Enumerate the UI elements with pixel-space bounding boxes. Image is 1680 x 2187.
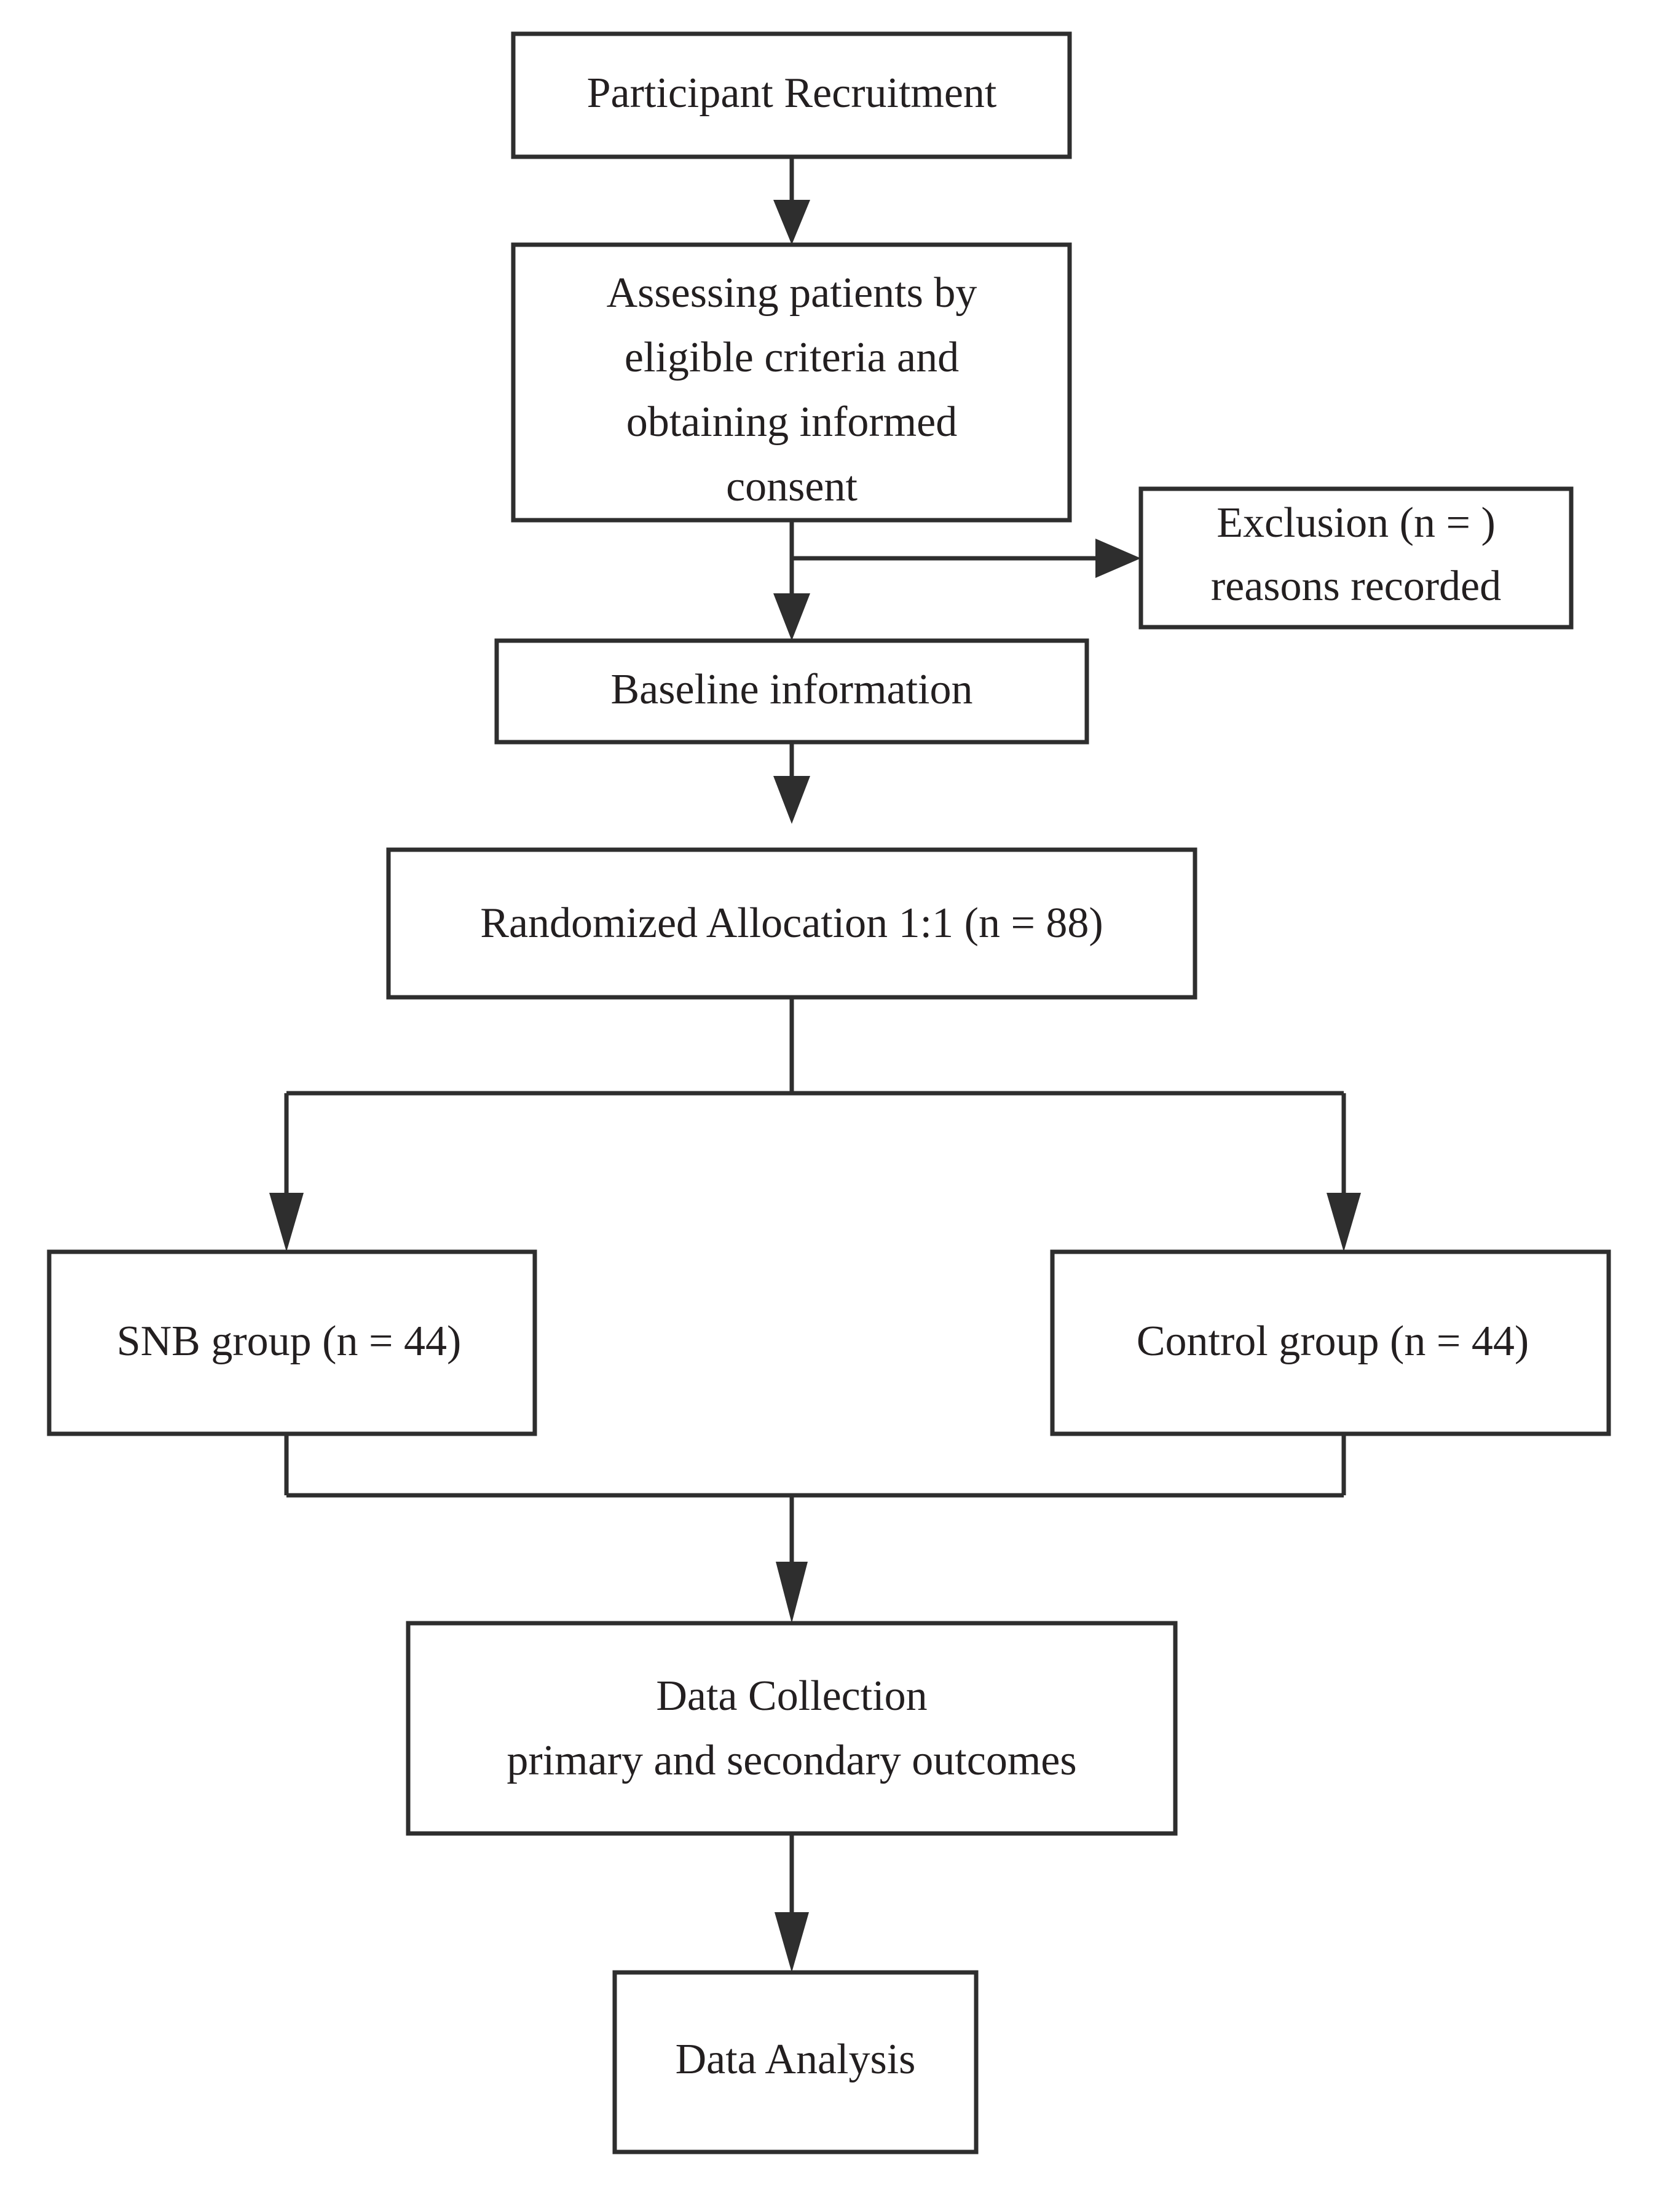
- node-data-collection[interactable]: Data Collection primary and secondary ou…: [406, 1621, 1178, 1836]
- node-label-baseline-information: Baseline information: [610, 666, 972, 713]
- node-baseline-information[interactable]: Baseline information: [494, 638, 1089, 745]
- edge-randomized-split: [269, 997, 1361, 1252]
- edge-assessing-to-baseline: [773, 520, 810, 641]
- node-label-exclusion-line1: Exclusion (n = ): [1217, 499, 1496, 547]
- node-label-assessing-line3: obtaining informed: [626, 398, 958, 446]
- node-label-assessing-line1: Assessing patients by: [607, 269, 977, 317]
- node-exclusion[interactable]: Exclusion (n = ) reasons recorded: [1138, 486, 1574, 630]
- node-label-assessing-line4: consent: [726, 463, 858, 510]
- edge-collection-to-analysis: [775, 1833, 809, 1972]
- node-label-data-collection-line2: primary and secondary outcomes: [507, 1737, 1076, 1784]
- node-label-data-analysis: Data Analysis: [676, 2036, 916, 2083]
- node-label-snb-group: SNB group (n = 44): [117, 1318, 462, 1365]
- node-randomized-allocation[interactable]: Randomized Allocation 1:1 (n = 88): [386, 847, 1197, 1000]
- node-snb-group[interactable]: SNB group (n = 44): [47, 1249, 537, 1436]
- node-data-analysis[interactable]: Data Analysis: [612, 1970, 979, 2154]
- node-label-assessing-line2: eligible criteria and: [625, 334, 959, 381]
- edge-baseline-to-randomized: [773, 742, 810, 824]
- node-label-data-collection-line1: Data Collection: [656, 1672, 927, 1720]
- edge-recruitment-to-assessing: [773, 157, 810, 245]
- node-label-exclusion-line2: reasons recorded: [1211, 563, 1501, 610]
- node-label-randomized-allocation: Randomized Allocation 1:1 (n = 88): [480, 900, 1103, 947]
- node-participant-recruitment[interactable]: Participant Recruitment: [511, 31, 1072, 159]
- node-label-participant-recruitment: Participant Recruitment: [587, 69, 997, 117]
- edge-assessing-to-exclusion: [792, 539, 1141, 578]
- node-control-group[interactable]: Control group (n = 44): [1050, 1249, 1611, 1436]
- node-label-control-group: Control group (n = 44): [1137, 1318, 1529, 1365]
- edge-groups-merge-to-collection: [284, 1434, 1346, 1623]
- node-assessing-patients[interactable]: Assessing patients by eligible criteria …: [511, 242, 1072, 523]
